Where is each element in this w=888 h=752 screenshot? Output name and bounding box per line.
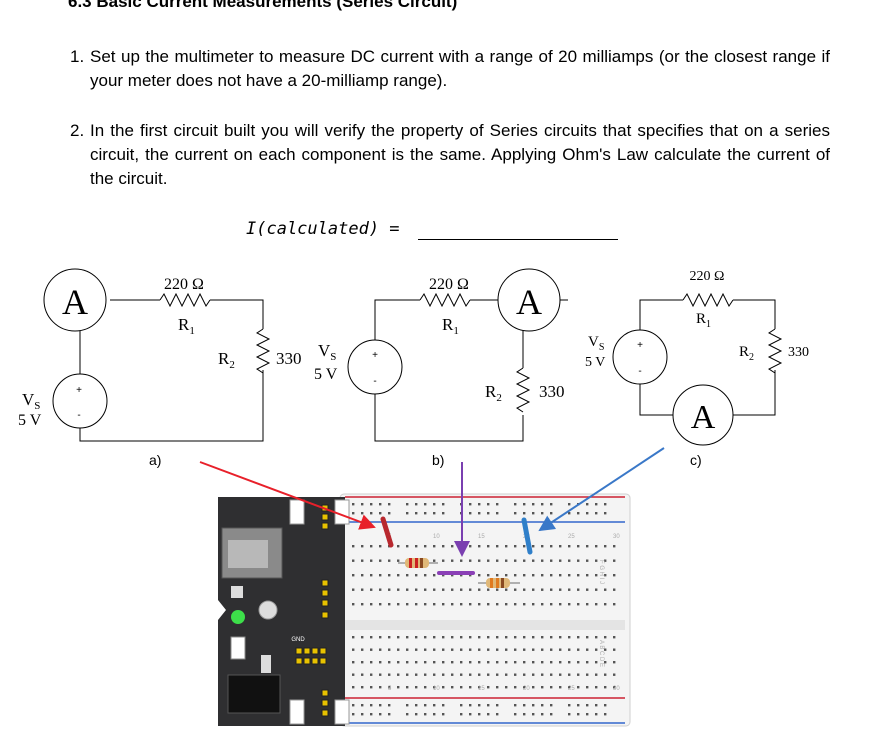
resistor-r1-symbol [682, 292, 734, 308]
r1-label-b: R1 [442, 315, 459, 337]
vs-value-b: 5 V [314, 366, 338, 383]
vs-value-a: 5 V [18, 412, 42, 429]
resistor-r1-component [398, 558, 438, 568]
calculated-current-label: I(calculated) = [246, 219, 400, 239]
r1-value-c: 220 Ω [690, 269, 725, 284]
vs-value-c: 5 V [585, 355, 605, 370]
breadboard-illustration: F G H I J A B C D E 55101015152020252530… [339, 493, 631, 727]
row-letters-top: F G H I J [598, 560, 604, 584]
resistor-r1-symbol [159, 292, 211, 308]
vs-label-b: VS [318, 341, 336, 363]
voltage-source-c-symbol [612, 329, 668, 385]
row-letters-bottom: A B C D E [598, 640, 604, 667]
arrow-a [199, 461, 376, 530]
resistor-r2-symbol [255, 328, 271, 374]
ammeter-a-label: A [62, 282, 88, 322]
circuit-b [374, 292, 568, 442]
svg-text:-: - [373, 376, 376, 387]
caption-c: c) [690, 452, 702, 468]
row-number: 15 [478, 534, 485, 540]
svg-text:+: + [372, 350, 378, 361]
blue-jumper-wire [521, 517, 533, 555]
resistor-r2-symbol [767, 328, 783, 374]
instruction-step-1: 1. Set up the multimeter to measure DC c… [70, 45, 830, 93]
r2-value-b: 330 [539, 382, 565, 401]
arrow-c [538, 447, 665, 532]
svg-text:+: + [76, 385, 82, 396]
r2-label-c: R2 [739, 344, 754, 363]
step-text: Set up the multimeter to measure DC curr… [90, 47, 830, 90]
svg-text:+: + [637, 340, 643, 351]
r1-value-b: 220 Ω [429, 276, 469, 293]
ammeter-a-symbol [43, 268, 107, 332]
resistor-r2-component [478, 578, 520, 588]
r1-label-c: R1 [696, 311, 711, 330]
step-text: In the first circuit built you will veri… [90, 121, 830, 188]
r2-value-a: 330 [276, 349, 302, 368]
instruction-step-2: 2. In the first circuit built you will v… [70, 119, 830, 191]
r2-value-c: 330 [788, 345, 809, 360]
r1-label-a: R1 [178, 315, 195, 337]
r1-value-a: 220 Ω [164, 276, 204, 293]
step-number: 1. [70, 47, 85, 66]
row-number: 20 [523, 686, 530, 692]
answer-blank-line [418, 239, 618, 240]
svg-text:-: - [638, 366, 641, 377]
header-pins [295, 504, 329, 717]
power-supply-module: GND [218, 497, 350, 726]
row-number: 10 [433, 686, 440, 692]
row-number: 30 [613, 534, 620, 540]
row-number: 25 [568, 534, 575, 540]
section-heading: 6.3 Basic Current Measurements (Series C… [68, 0, 458, 11]
row-number: 25 [568, 686, 575, 692]
red-jumper-wire [380, 516, 394, 548]
resistor-r2-symbol [515, 367, 531, 413]
r2-label-b: R2 [485, 382, 502, 404]
row-number: 5 [388, 686, 392, 692]
voltage-source-a-symbol [52, 373, 108, 429]
circuit-a [79, 292, 271, 442]
ammeter-c-label: A [691, 399, 716, 436]
caption-a: a) [149, 452, 161, 468]
r2-label-a: R2 [218, 349, 235, 371]
ammeter-b-label: A [516, 282, 542, 322]
row-number: 30 [613, 686, 620, 692]
ammeter-c-symbol [672, 384, 734, 446]
circuit-c [639, 292, 783, 416]
vs-label-a: VS [22, 390, 40, 412]
row-number: 15 [478, 686, 485, 692]
resistor-r1-symbol [419, 292, 471, 308]
row-number: 10 [433, 534, 440, 540]
step-number: 2. [70, 121, 85, 140]
vs-label-c: VS [588, 334, 604, 353]
ammeter-b-symbol [497, 268, 561, 332]
voltage-source-b-symbol [347, 339, 403, 395]
module-gnd-label: GND [291, 637, 305, 643]
caption-b: b) [432, 452, 444, 468]
svg-text:-: - [77, 410, 80, 421]
